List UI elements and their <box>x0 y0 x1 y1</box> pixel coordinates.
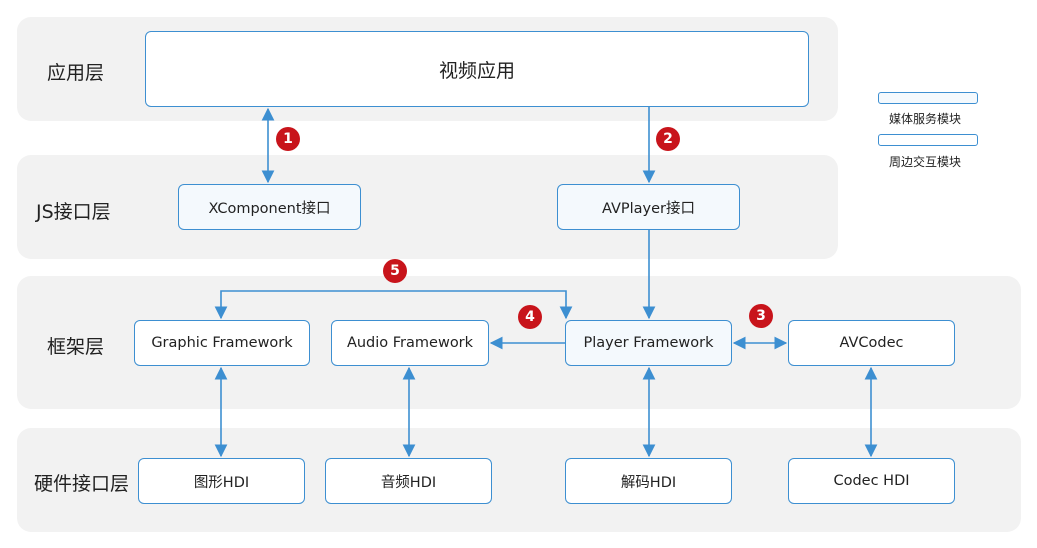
badge-2: 2 <box>656 127 680 151</box>
badge-4: 4 <box>518 305 542 329</box>
codec-hdi-box: Codec HDI <box>788 458 955 504</box>
audio-hdi-box: 音频HDI <box>325 458 492 504</box>
legend-label-periph: 周边交互模块 <box>889 155 962 169</box>
legend-swatch-periph <box>878 134 978 146</box>
layer-label-js: JS接口层 <box>36 201 111 223</box>
arrow-graphic-player <box>214 290 573 320</box>
badge-3: 3 <box>749 304 773 328</box>
layer-label-hdi: 硬件接口层 <box>34 473 130 495</box>
xcomponent-box: XComponent接口 <box>178 184 361 230</box>
audio-framework-box: Audio Framework <box>331 320 489 366</box>
legend-swatch-media <box>878 92 978 104</box>
player-framework-box: Player Framework <box>565 320 732 366</box>
badge-5: 5 <box>383 259 407 283</box>
avplayer-box: AVPlayer接口 <box>557 184 740 230</box>
layer-label-framework: 框架层 <box>47 336 105 358</box>
graphic-framework-box: Graphic Framework <box>134 320 310 366</box>
badge-1: 1 <box>276 127 300 151</box>
decode-hdi-box: 解码HDI <box>565 458 732 504</box>
avcodec-box: AVCodec <box>788 320 955 366</box>
video-app-box: 视频应用 <box>145 31 809 107</box>
legend-label-media: 媒体服务模块 <box>889 112 962 126</box>
graphic-hdi-box: 图形HDI <box>138 458 305 504</box>
layer-label-app: 应用层 <box>47 62 105 84</box>
